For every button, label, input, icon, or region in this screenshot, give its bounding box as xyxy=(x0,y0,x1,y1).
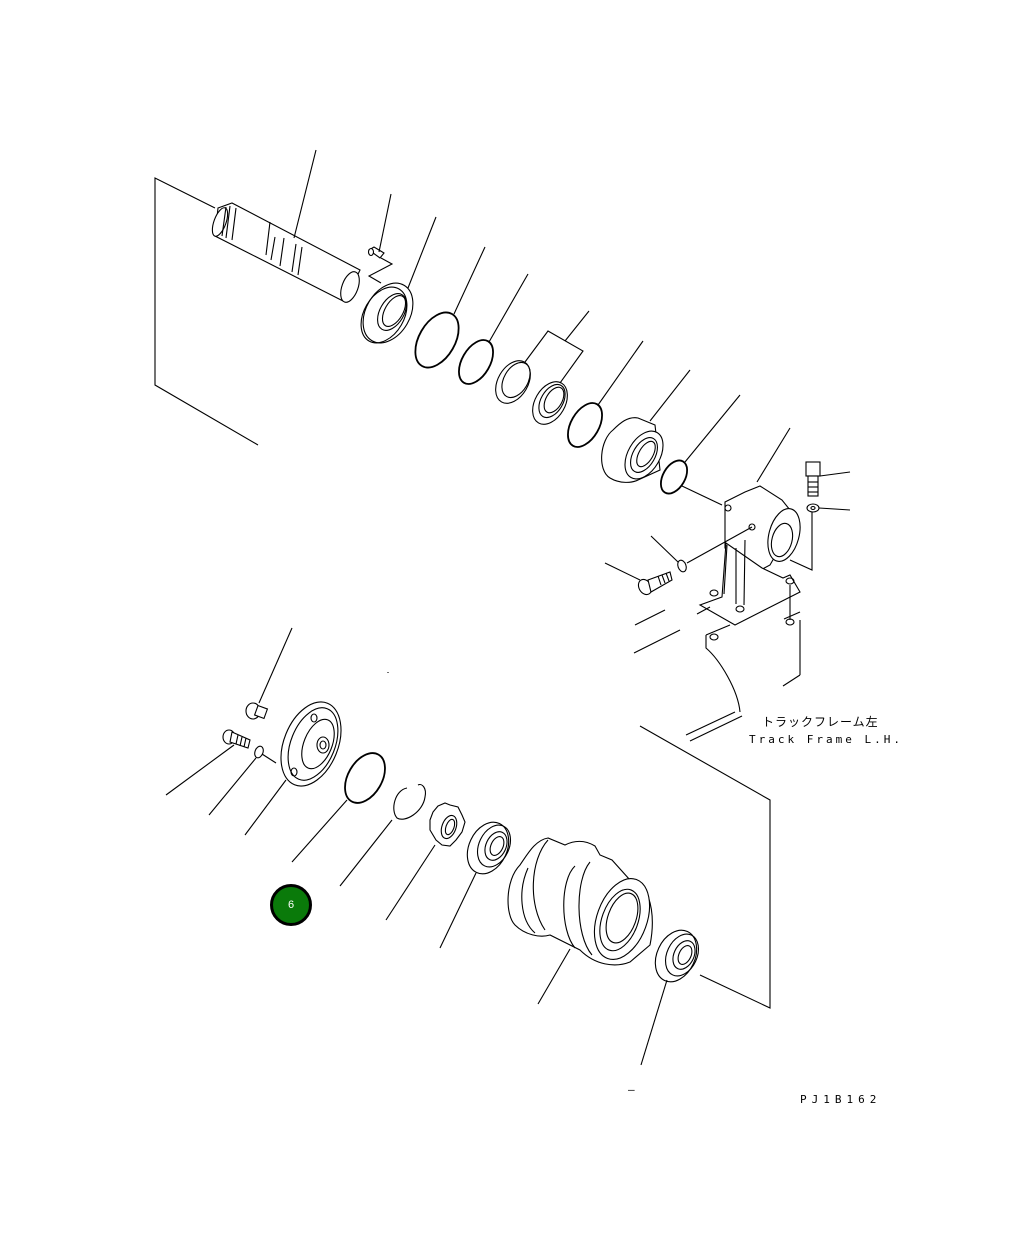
cover-bolt-upper xyxy=(245,627,293,720)
callout-6[interactable]: 6 xyxy=(270,884,312,926)
roller-body xyxy=(507,837,653,1005)
floating-seal-ring xyxy=(360,216,437,344)
dowel-pin xyxy=(367,193,394,284)
o-ring-large xyxy=(414,246,486,369)
track-frame xyxy=(633,585,801,742)
roller-bracket xyxy=(698,427,801,626)
callout-number: 6 xyxy=(287,899,295,911)
side-washer xyxy=(650,526,753,573)
collar xyxy=(601,369,691,483)
lock-nut xyxy=(385,802,466,921)
shaft xyxy=(211,149,361,303)
snap-ring xyxy=(339,784,426,887)
bearing-outer xyxy=(640,929,700,1066)
drawing-code: PJ1B162 xyxy=(800,1093,882,1106)
bracket-washer xyxy=(789,503,851,571)
cover-o-ring xyxy=(291,752,386,863)
o-ring-collar xyxy=(659,394,741,506)
upper-boundary-lines xyxy=(154,177,259,446)
floating-seal-pair xyxy=(495,310,590,425)
o-ring-small xyxy=(458,273,529,385)
track-frame-label-jp: トラックフレーム左 xyxy=(762,715,879,729)
o-ring xyxy=(567,340,644,448)
cover-bolt-lower xyxy=(165,729,251,796)
bearing-inner xyxy=(439,821,512,949)
cover-washer xyxy=(208,745,277,816)
lower-boundary-lines xyxy=(387,672,771,1009)
bracket-bolt-top xyxy=(805,461,851,497)
track-frame-label-en: Track Frame L.H. xyxy=(749,733,903,746)
small-mark: – xyxy=(628,1083,635,1096)
side-bolt xyxy=(604,562,673,596)
end-cover xyxy=(244,701,342,836)
